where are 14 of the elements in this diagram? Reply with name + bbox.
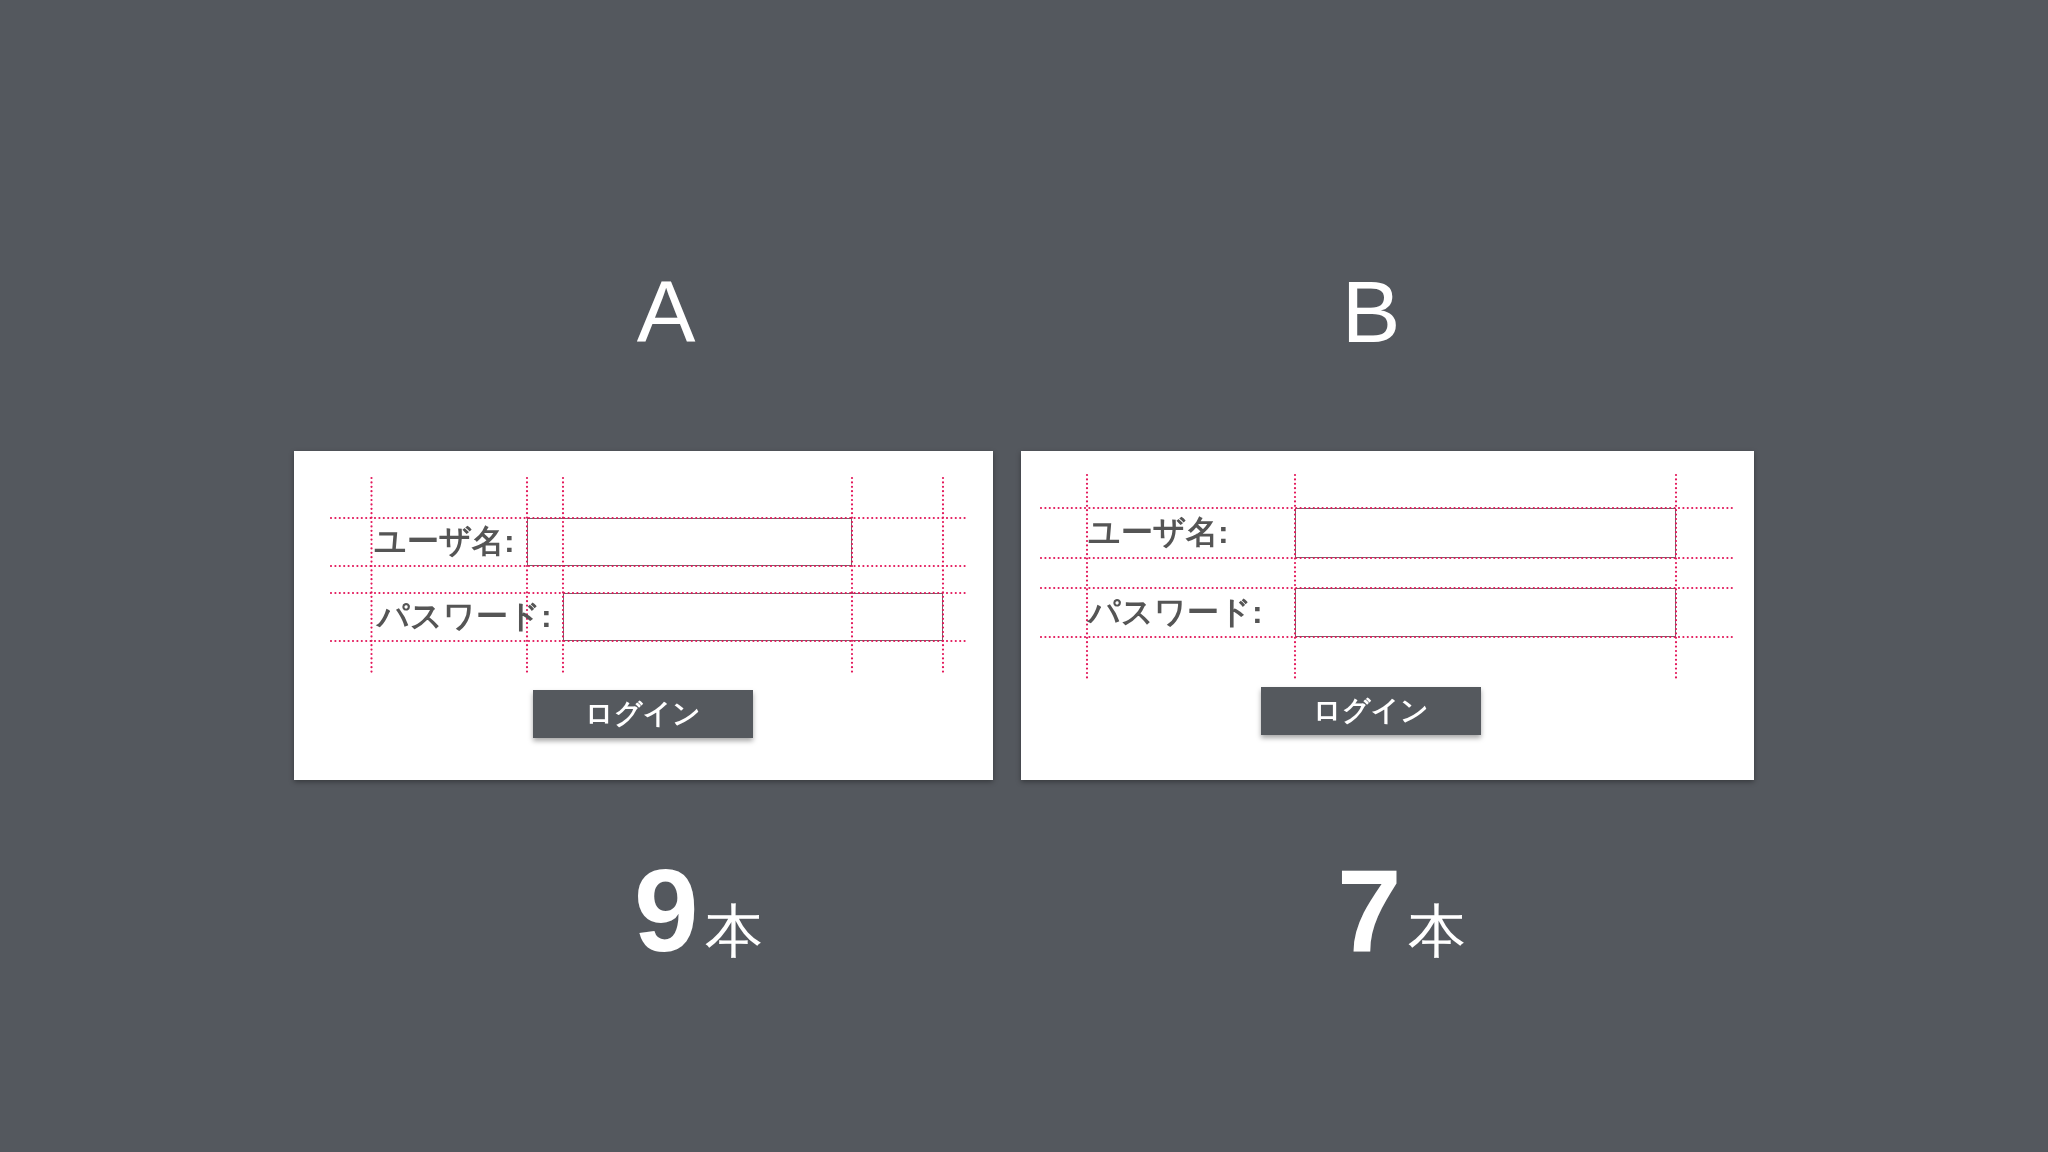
line-count: 9本 — [634, 853, 763, 969]
input-field — [1295, 588, 1676, 637]
login-button: ログイン — [533, 690, 753, 738]
login-button: ログイン — [1261, 687, 1481, 735]
line-count: 7本 — [1337, 853, 1466, 969]
input-field — [1295, 508, 1676, 558]
panel-heading: B — [1341, 268, 1401, 356]
field-label: ユーザ名: — [374, 525, 515, 557]
panel-heading: A — [636, 268, 696, 356]
field-label: パスワード: — [1088, 595, 1263, 628]
input-field — [527, 518, 852, 566]
field-label: パスワード: — [377, 600, 552, 632]
field-label: ユーザ名: — [1088, 516, 1229, 548]
input-field — [563, 593, 943, 641]
